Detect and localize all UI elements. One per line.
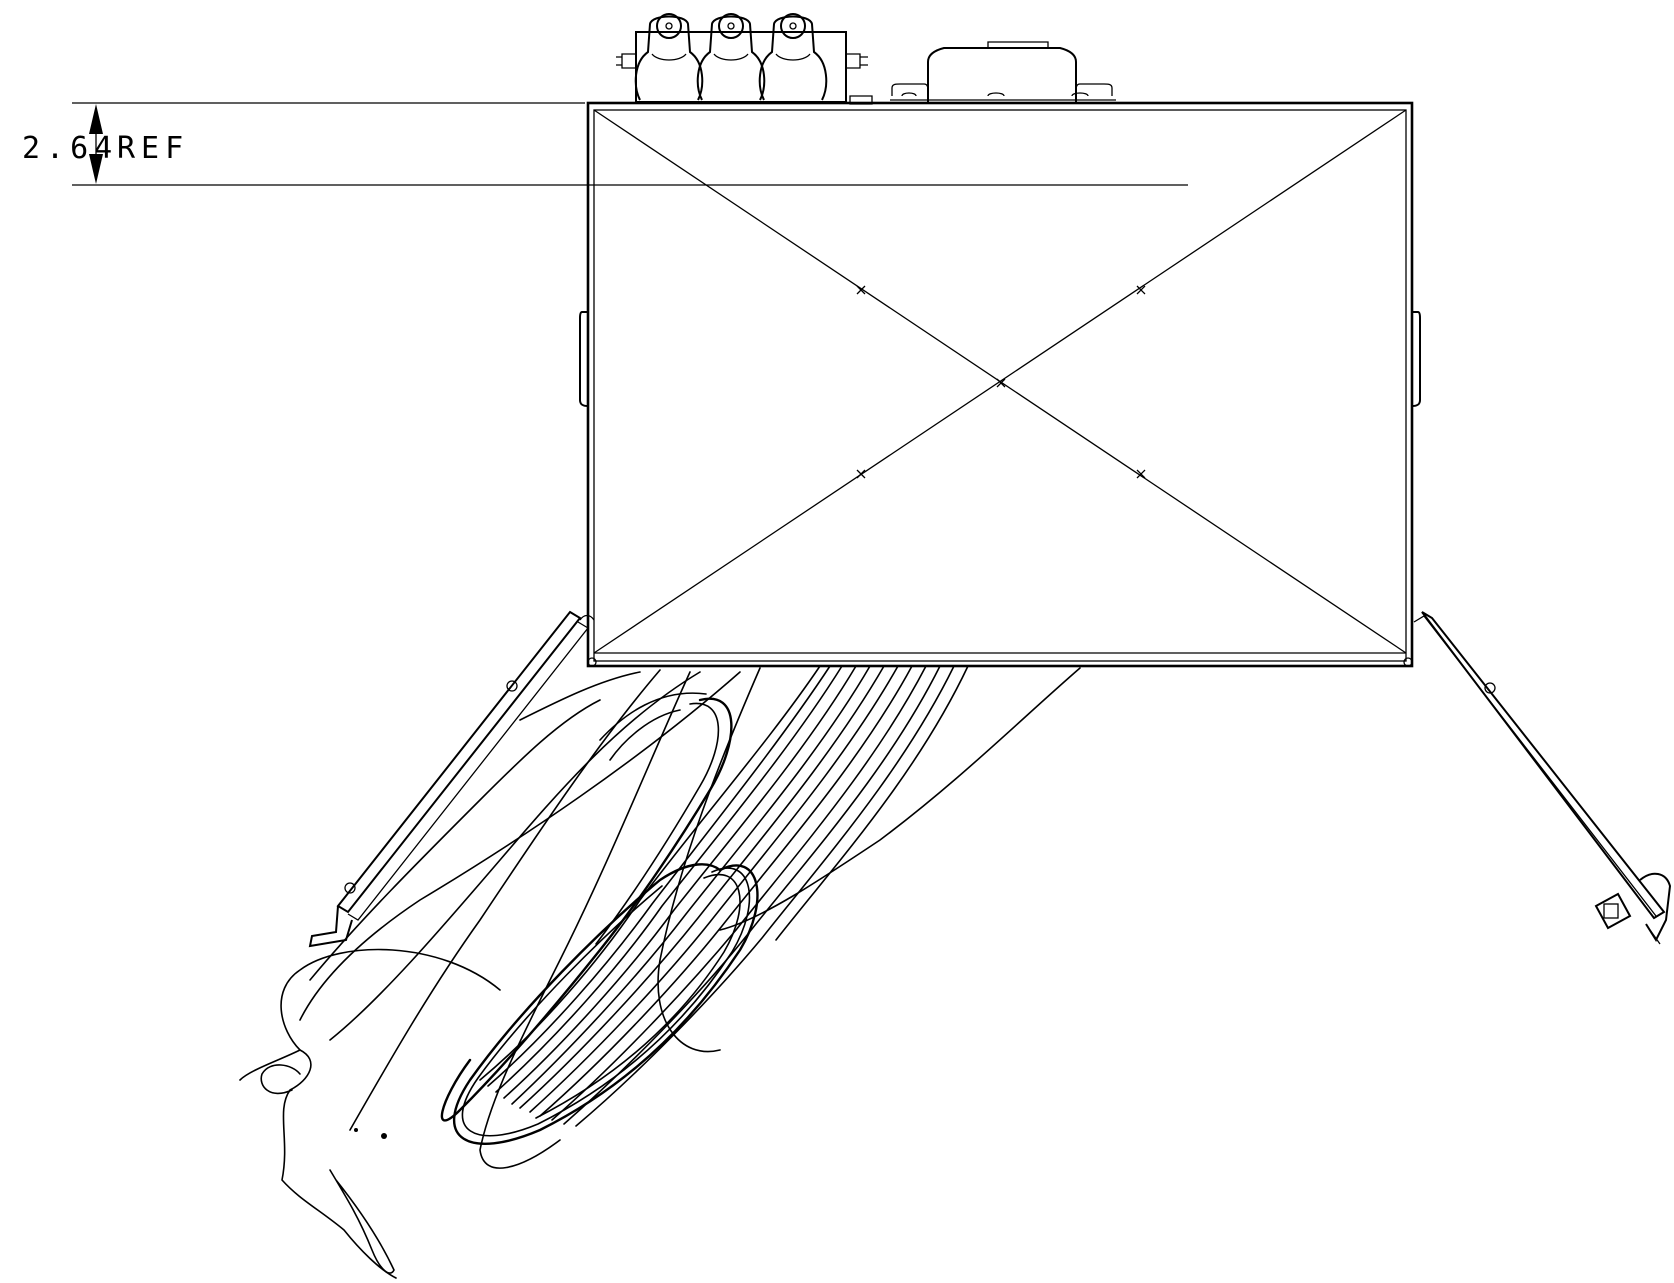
dimension-suffix: REF (117, 131, 189, 166)
tangled-loop (260, 1064, 301, 1095)
leg-right-terminal (1594, 892, 1632, 930)
ref-mark-2 (1136, 285, 1146, 295)
bushing-connector-block (616, 13, 873, 105)
housing-terminal-left (621, 53, 637, 69)
bushing-1 (634, 13, 704, 101)
bushing-2 (696, 13, 766, 101)
support-leg-left (308, 610, 595, 948)
connector-housing (635, 31, 847, 103)
tank-outline-outer (586, 101, 1414, 668)
ref-mark-3 (856, 469, 866, 479)
leg-left-channel (336, 610, 582, 914)
dimension-arrow-down (89, 154, 103, 184)
tangled-lead-3 (329, 1169, 395, 1274)
housing-terminal-right (845, 53, 861, 69)
loose-lead-4 (349, 669, 661, 1131)
harness-coil-upper (440, 697, 733, 1122)
harness-coil-lower (452, 863, 759, 1145)
cover-bolts (901, 92, 1089, 97)
cover-lid (987, 41, 1049, 48)
tangled-lead-1 (239, 948, 501, 1081)
dimension-arrow-up (89, 104, 103, 134)
terminal-studs (616, 56, 868, 66)
leg-right-flange (1413, 615, 1657, 917)
center-mark (996, 378, 1006, 388)
lifting-lug-left (579, 311, 589, 407)
top-cover-box (890, 41, 1116, 102)
ref-mark-4 (1136, 469, 1146, 479)
leg-right-channel (1421, 611, 1666, 920)
loose-lead-5 (479, 671, 691, 1169)
support-leg-right (1413, 611, 1672, 945)
main-tank (579, 101, 1421, 668)
cover-bracket-left (891, 83, 929, 96)
tank-outline-inner (593, 109, 1407, 662)
loose-lead-7 (309, 699, 601, 981)
cover-bracket-right (1075, 83, 1113, 96)
loose-lead-2 (299, 671, 741, 1021)
dimension-value: 2.64 (22, 131, 118, 166)
loose-lead-1 (329, 671, 701, 1041)
dimension-annotation: 2.64 REF (22, 102, 1188, 186)
tangled-lead-2 (281, 1049, 397, 1279)
bushing-3 (758, 13, 828, 101)
cover-body (927, 47, 1077, 102)
ref-mark-1 (856, 285, 866, 295)
loose-lead-8 (519, 671, 641, 721)
loose-lead-3 (719, 667, 1081, 931)
lifting-lug-right (1411, 311, 1421, 407)
wire-harness (239, 665, 1081, 1279)
leg-left-flange (347, 621, 589, 921)
leg-right-clamp (1639, 872, 1672, 943)
loose-lead-6 (657, 667, 761, 1053)
